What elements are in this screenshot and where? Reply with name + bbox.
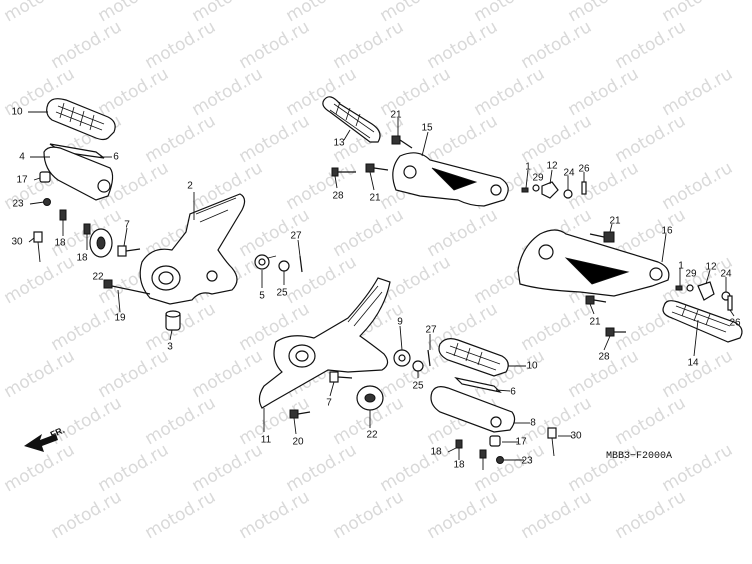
- callout-c12a: 12: [546, 161, 558, 172]
- footpeg-plate-left: [43, 143, 114, 201]
- callout-c17a: 17: [16, 175, 28, 186]
- bolt-18-center-a: [455, 439, 463, 460]
- bolt-7-left: [117, 245, 141, 257]
- bracket-11: [258, 277, 391, 409]
- pin-26-top: [581, 181, 587, 195]
- bracket-16: [517, 229, 670, 297]
- callout-c26a: 26: [578, 164, 590, 175]
- bolt-19-left: [103, 279, 151, 295]
- collar-17-center: [489, 435, 501, 447]
- bracket-15: [392, 152, 509, 207]
- callout-c24a: 24: [563, 168, 575, 179]
- callout-c2: 2: [187, 181, 193, 192]
- callout-c7a: 7: [124, 220, 130, 231]
- bolt-1-right: [675, 285, 683, 291]
- callout-c10b: 10: [526, 361, 538, 372]
- callout-c6a: 6: [113, 152, 119, 163]
- callout-c28a: 28: [332, 191, 344, 202]
- callout-c17b: 17: [515, 437, 527, 448]
- washer-29-right: [686, 284, 694, 292]
- callout-c18d: 18: [453, 460, 465, 471]
- callout-c11: 11: [261, 435, 272, 446]
- leader-lines: [28, 111, 735, 461]
- bolt-18-left: [59, 209, 67, 236]
- center-top-assembly: [322, 96, 587, 207]
- callout-c18a: 18: [54, 238, 66, 249]
- callout-c16: 16: [661, 226, 673, 237]
- callout-c13: 13: [333, 138, 345, 149]
- callout-c28b: 28: [598, 352, 610, 363]
- bolt-1-top: [521, 187, 529, 193]
- callout-c23b: 23: [521, 456, 533, 467]
- callout-c24b: 24: [720, 269, 732, 280]
- callout-c19: 19: [114, 313, 126, 324]
- left-footpeg-assembly: [33, 98, 303, 331]
- washer-25-center: [412, 360, 424, 372]
- bolt-23-center: [496, 456, 504, 464]
- callout-c8: 8: [530, 418, 536, 429]
- cover-22-center: [356, 385, 384, 411]
- pin-30-center: [547, 427, 557, 457]
- callout-c27b: 27: [425, 325, 437, 336]
- callout-c21c: 21: [609, 216, 621, 227]
- footpeg-rubber-center: [438, 338, 509, 377]
- callout-c30a: 30: [11, 237, 23, 248]
- callout-c18b: 18: [76, 253, 88, 264]
- spring-5-left: [254, 254, 277, 270]
- bolt-21-right-top: [589, 231, 615, 243]
- callout-c18c: 18: [430, 447, 442, 458]
- right-footpeg-assembly: [517, 229, 743, 343]
- bolt-21-top: [391, 135, 413, 149]
- pin-27-center: [427, 349, 431, 367]
- bushing-3-left: [165, 310, 181, 331]
- bolt-23-left: [43, 198, 51, 206]
- footpeg-14: [662, 300, 743, 343]
- callout-c1a: 1: [525, 162, 531, 173]
- washer-29-top: [532, 184, 540, 192]
- callout-c22a: 22: [92, 272, 104, 283]
- footpeg-rubber-left: [46, 98, 116, 141]
- callout-c29b: 29: [685, 269, 697, 280]
- callout-c7b: 7: [326, 398, 332, 409]
- callout-c26b: 26: [729, 318, 741, 329]
- bolt-18-center-b: [479, 449, 487, 470]
- drawing-code: MBB3−F2000A: [606, 451, 672, 462]
- callout-c9: 9: [397, 317, 403, 328]
- callout-c15: 15: [421, 123, 433, 134]
- plate-6-center: [454, 376, 502, 394]
- pin-26-right: [727, 295, 733, 311]
- callout-c1b: 1: [678, 261, 684, 272]
- callout-c4a: 4: [19, 152, 25, 163]
- collar-17-left: [39, 171, 51, 183]
- callout-c3: 3: [167, 342, 173, 353]
- callout-c27a: 27: [290, 231, 302, 242]
- callout-c5a: 5: [259, 291, 265, 302]
- callout-c30b: 30: [570, 431, 582, 442]
- callout-c14: 14: [687, 358, 699, 369]
- callout-c21d: 21: [589, 317, 601, 328]
- callout-c23a: 23: [12, 199, 24, 210]
- callout-c29a: 29: [532, 173, 544, 184]
- callout-c6b: 6: [510, 387, 516, 398]
- callout-c22b: 22: [366, 430, 378, 441]
- callout-c25a: 25: [276, 288, 288, 299]
- bracket-2-left: [139, 193, 246, 305]
- callout-c10a: 10: [11, 107, 23, 118]
- pin-27-left: [299, 255, 303, 273]
- callout-c21a: 21: [390, 110, 402, 121]
- pin-30-left: [33, 231, 43, 263]
- callout-c25b: 25: [412, 381, 424, 392]
- callout-c12b: 12: [705, 262, 717, 273]
- spring-9: [393, 349, 411, 367]
- callout-c20: 20: [292, 437, 304, 448]
- washer-25-left: [278, 260, 290, 272]
- bolt-18b-left: [83, 223, 91, 250]
- nut-24-top: [563, 189, 573, 199]
- callout-c21b: 21: [369, 193, 381, 204]
- footpeg-holder-8: [430, 386, 516, 433]
- footpeg-13: [322, 96, 381, 143]
- cover-22-left: [89, 228, 113, 258]
